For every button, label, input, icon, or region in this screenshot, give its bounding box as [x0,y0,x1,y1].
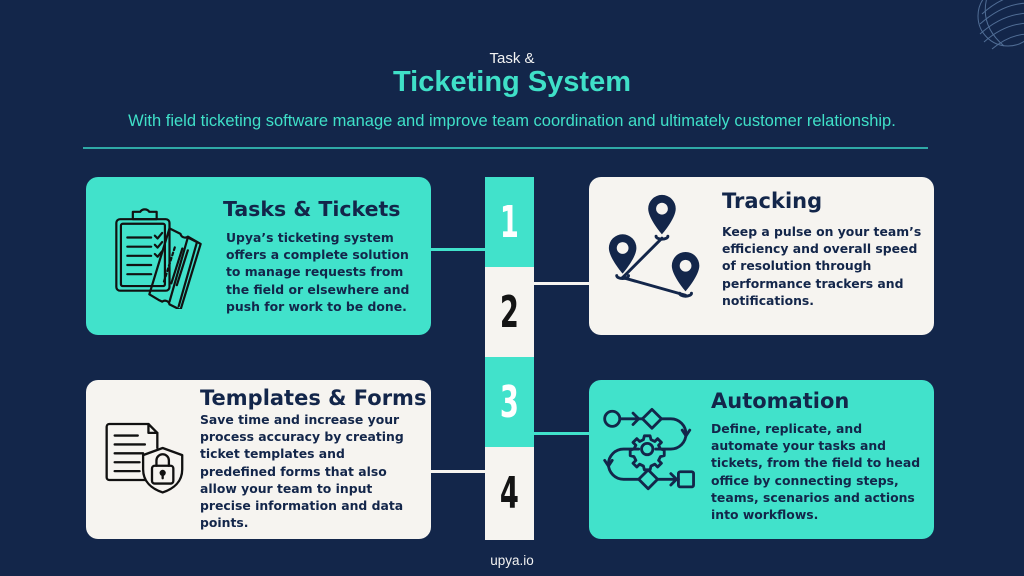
step-number-2: 2 [485,267,534,357]
header-divider [83,147,928,149]
card-body: Upya’s ticketing system offers a complet… [226,230,410,314]
clipboard-tickets-icon [115,208,202,309]
card-automation: Automation Define, replicate, and automa… [589,380,934,539]
card-templates-forms: Templates & Forms Save time and increase… [86,380,431,539]
card-body: Keep a pulse on your team’s efficiency a… [722,224,922,308]
step-number-3: 3 [485,357,534,447]
document-lock-icon [105,422,184,494]
title-kicker: Task & [489,50,535,67]
footer-website: upya.io [490,553,534,568]
workflow-gear-icon [603,407,695,491]
connector-step-3 [532,432,590,435]
card-title: Templates & Forms [200,386,427,410]
card-title: Tracking [722,189,823,213]
card-tasks-tickets: Tasks & Tickets Upya’s ticketing system … [86,177,431,335]
connector-step-1 [431,248,487,251]
connector-step-2 [532,282,590,285]
map-pins-route-icon [608,194,700,298]
card-body: Define, replicate, and automate your tas… [711,421,921,523]
card-body: Save time and increase your process accu… [200,412,404,531]
card-tracking: Tracking Keep a pulse on your team’s eff… [589,177,934,335]
connector-step-4 [431,470,487,473]
page-title: Ticketing System [392,66,631,98]
card-title: Tasks & Tickets [223,197,401,221]
step-number-4: 4 [485,447,534,540]
page-subtitle: With field ticketing software manage and… [128,112,896,130]
card-title: Automation [711,389,850,413]
step-number-1: 1 [485,177,534,267]
globe-wireframe-icon [977,0,1024,50]
